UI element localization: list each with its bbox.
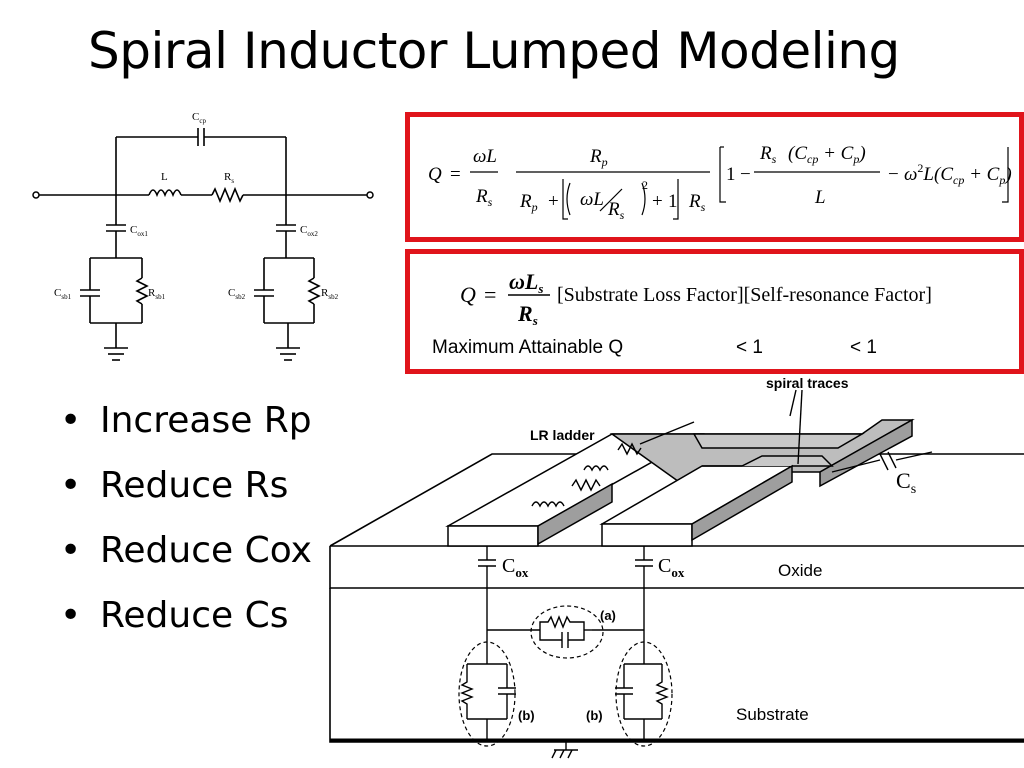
list-item: •Reduce Cox xyxy=(60,530,312,571)
svg-text:Rp: Rp xyxy=(519,191,538,214)
svg-text:=: = xyxy=(484,282,496,307)
substrate-loss-bound: < 1 xyxy=(736,337,763,358)
label-csb1: Csb1 xyxy=(54,287,72,301)
self-resonance-bound: < 1 xyxy=(850,337,877,358)
label-ccp: Ccp xyxy=(192,111,206,125)
max-attainable-q-label: Maximum Attainable Q xyxy=(432,337,624,358)
lumped-circuit-schematic: Ccp L Rs Cox1 Cox2 Csb1 Rsb1 Csb2 Rsb2 xyxy=(32,111,374,361)
q-full-equation-box: Q = ωL Rs Rp Rp + ωL Rs 2 + 1 Rs 1 − Rs … xyxy=(405,112,1024,242)
svg-text:Q: Q xyxy=(428,164,442,185)
svg-text:2: 2 xyxy=(642,178,648,192)
q-factors-text: [Substrate Loss Factor][Self-resonance F… xyxy=(557,284,932,306)
label-csb2: Csb2 xyxy=(228,287,246,301)
list-item: •Reduce Cs xyxy=(60,595,289,636)
network-a-label: (a) xyxy=(600,608,616,623)
svg-text:ωL: ωL xyxy=(473,146,497,167)
label-cox1: Cox1 xyxy=(130,224,148,238)
slide-title: Spiral Inductor Lumped Modeling xyxy=(88,22,900,80)
network-b-left-label: (b) xyxy=(518,708,535,723)
design-guideline-list: •Increase Rp •Reduce Rs •Reduce Cox •Red… xyxy=(60,400,312,660)
cox-left-label: Cox xyxy=(502,555,529,580)
svg-text:Rs: Rs xyxy=(517,301,538,328)
svg-text:1: 1 xyxy=(668,191,678,212)
svg-text:−: − xyxy=(888,164,899,185)
svg-text:+: + xyxy=(548,191,559,212)
svg-text:Rs: Rs xyxy=(759,143,777,166)
svg-text:Q: Q xyxy=(460,282,476,307)
svg-text:Rp: Rp xyxy=(589,146,608,169)
spiral-inductor-3d-diagram: spiral traces LR ladder Cs Cox Cox Oxide… xyxy=(329,375,1024,759)
svg-text:(Ccp + Cp): (Ccp + Cp) xyxy=(788,143,866,166)
list-item: •Reduce Rs xyxy=(60,465,289,506)
svg-text:Rs: Rs xyxy=(475,186,493,209)
label-rs: Rs xyxy=(224,171,234,185)
svg-text:L: L xyxy=(814,187,826,208)
cox-right-label: Cox xyxy=(658,555,685,580)
q-full-equation: Q = ωL Rs Rp Rp + ωL Rs 2 + 1 Rs 1 − Rs … xyxy=(428,143,1012,222)
svg-text:1: 1 xyxy=(726,164,736,185)
spiral-traces-label: spiral traces xyxy=(766,375,849,391)
label-rsb2: Rsb2 xyxy=(321,287,339,301)
substrate-label: Substrate xyxy=(736,705,809,724)
svg-text:Rs: Rs xyxy=(607,199,625,222)
svg-text:−: − xyxy=(740,164,751,185)
svg-text:ωL: ωL xyxy=(580,189,604,210)
q-simplified-equation-box: Q = ωLs Rs [Substrate Loss Factor][Self-… xyxy=(405,249,1024,374)
oxide-label: Oxide xyxy=(778,561,822,580)
label-rsb1: Rsb1 xyxy=(148,287,166,301)
svg-text:Rs: Rs xyxy=(688,191,706,214)
svg-text:+: + xyxy=(652,191,663,212)
q-simplified-equation: Q = ωLs Rs xyxy=(460,269,550,328)
label-cox2: Cox2 xyxy=(300,224,318,238)
svg-text:=: = xyxy=(450,164,461,185)
list-item: •Increase Rp xyxy=(60,400,312,441)
svg-text:ω2L(Ccp + Cp): ω2L(Ccp + Cp) xyxy=(904,161,1012,187)
label-L: L xyxy=(161,171,168,183)
network-b-right-label: (b) xyxy=(586,708,603,723)
svg-text:ωLs: ωLs xyxy=(509,269,543,296)
cs-label: Cs xyxy=(896,468,916,497)
lr-ladder-label: LR ladder xyxy=(530,427,595,443)
